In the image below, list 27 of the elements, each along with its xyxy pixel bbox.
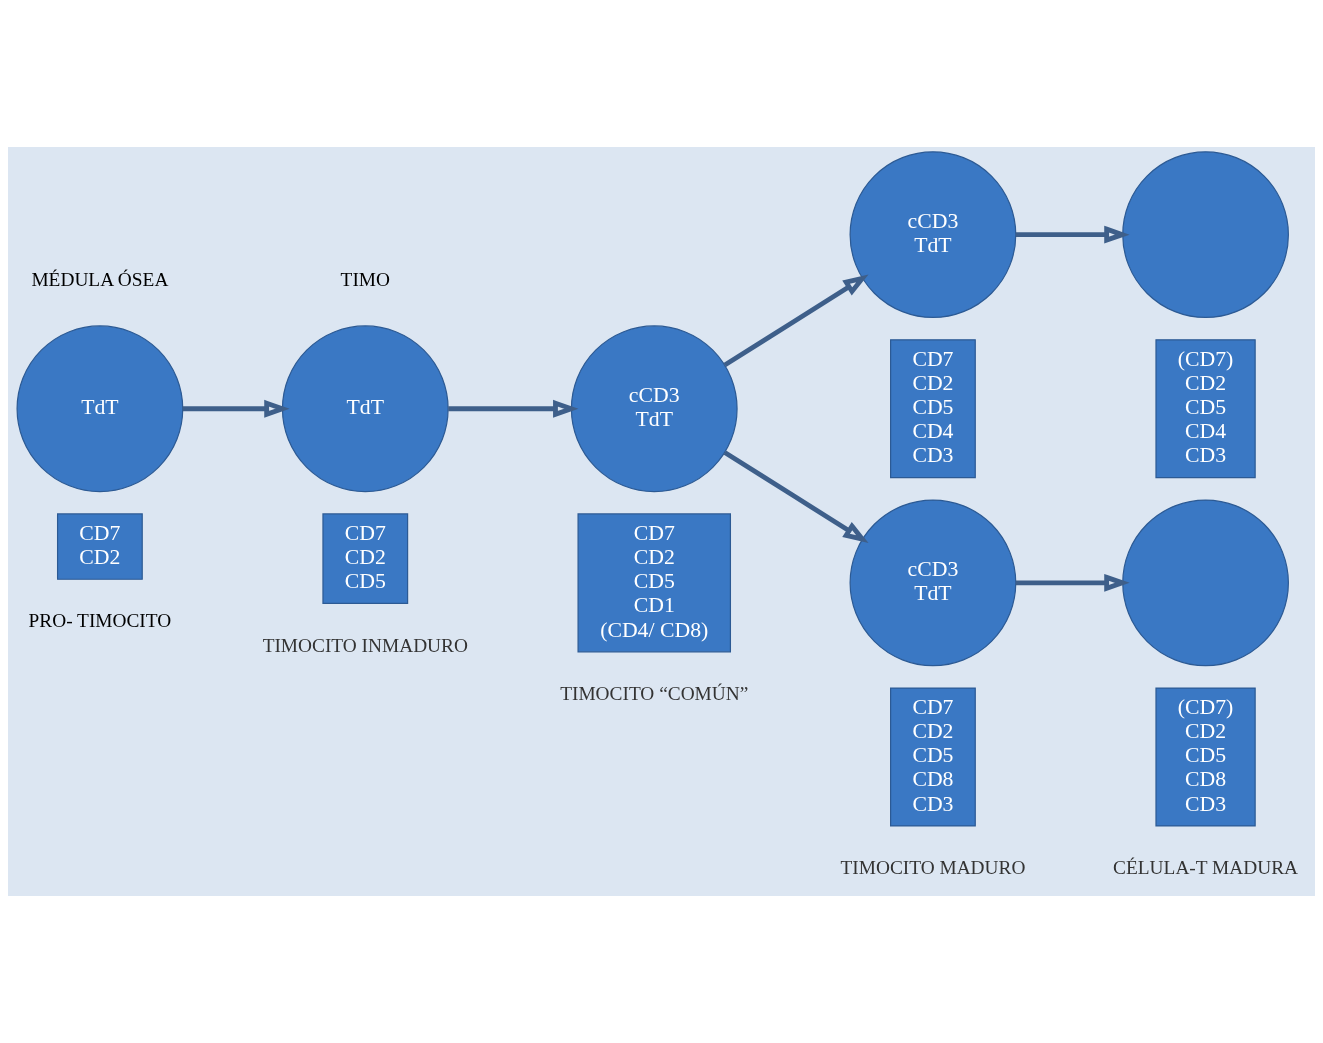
label: TIMOCITO INMADURO [262,634,468,656]
node-circle: cCD3 TdT [570,325,738,493]
arrow [723,274,869,368]
label: TIMOCITO “COMÚN” [560,682,749,704]
node-circle: TdT [281,325,449,493]
node-box: CD7 CD2 CD5 CD4 CD3 [890,339,976,479]
node-circle: cCD3 TdT [849,151,1017,319]
arrow [1015,225,1130,244]
label: CÉLULA-T MADURA [1113,857,1299,878]
node-box: CD7 CD2 CD5 CD1 (CD4/ CD8) [577,513,732,653]
arrow [448,399,579,418]
label: PRO- TIMOCITO [28,610,172,632]
node-circle [1122,151,1289,319]
node-box: (CD7) CD2 CD5 CD8 CD3 [1155,687,1256,827]
label: TIMOCITO MADURO [840,857,1026,878]
node-box: CD7 CD2 [56,513,143,580]
label: MÉDULA ÓSEA [31,269,169,291]
node-circle [1122,499,1289,667]
node-box: CD7 CD2 CD5 [322,513,409,604]
node-circle: TdT [16,325,184,493]
node-box: CD7 CD2 CD5 CD8 CD3 [890,687,976,827]
node-circle: cCD3 TdT [849,499,1017,667]
label: TIMO [340,269,390,291]
arrow [723,450,869,544]
node-box: (CD7) CD2 CD5 CD4 CD3 [1155,339,1256,479]
arrow [1015,573,1130,592]
arrow [182,399,290,418]
